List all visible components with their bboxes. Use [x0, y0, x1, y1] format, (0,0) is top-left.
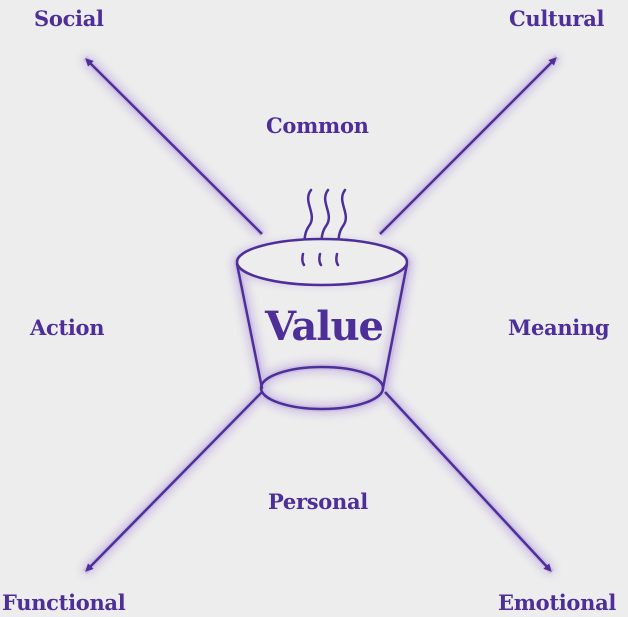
steaming-cup-icon: [235, 188, 409, 411]
label-functional: Functional: [2, 590, 126, 615]
arrow-social: [85, 58, 263, 235]
label-social: Social: [34, 6, 104, 31]
label-personal: Personal: [268, 489, 368, 514]
label-meaning: Meaning: [508, 315, 610, 340]
arrow-emotional: [384, 391, 552, 572]
label-cultural: Cultural: [509, 6, 605, 31]
arrow-functional: [85, 391, 263, 572]
label-action: Action: [30, 315, 105, 340]
label-emotional: Emotional: [498, 590, 617, 615]
arrow-cultural: [379, 57, 557, 235]
label-value: Value: [265, 303, 384, 350]
label-common: Common: [266, 113, 369, 138]
